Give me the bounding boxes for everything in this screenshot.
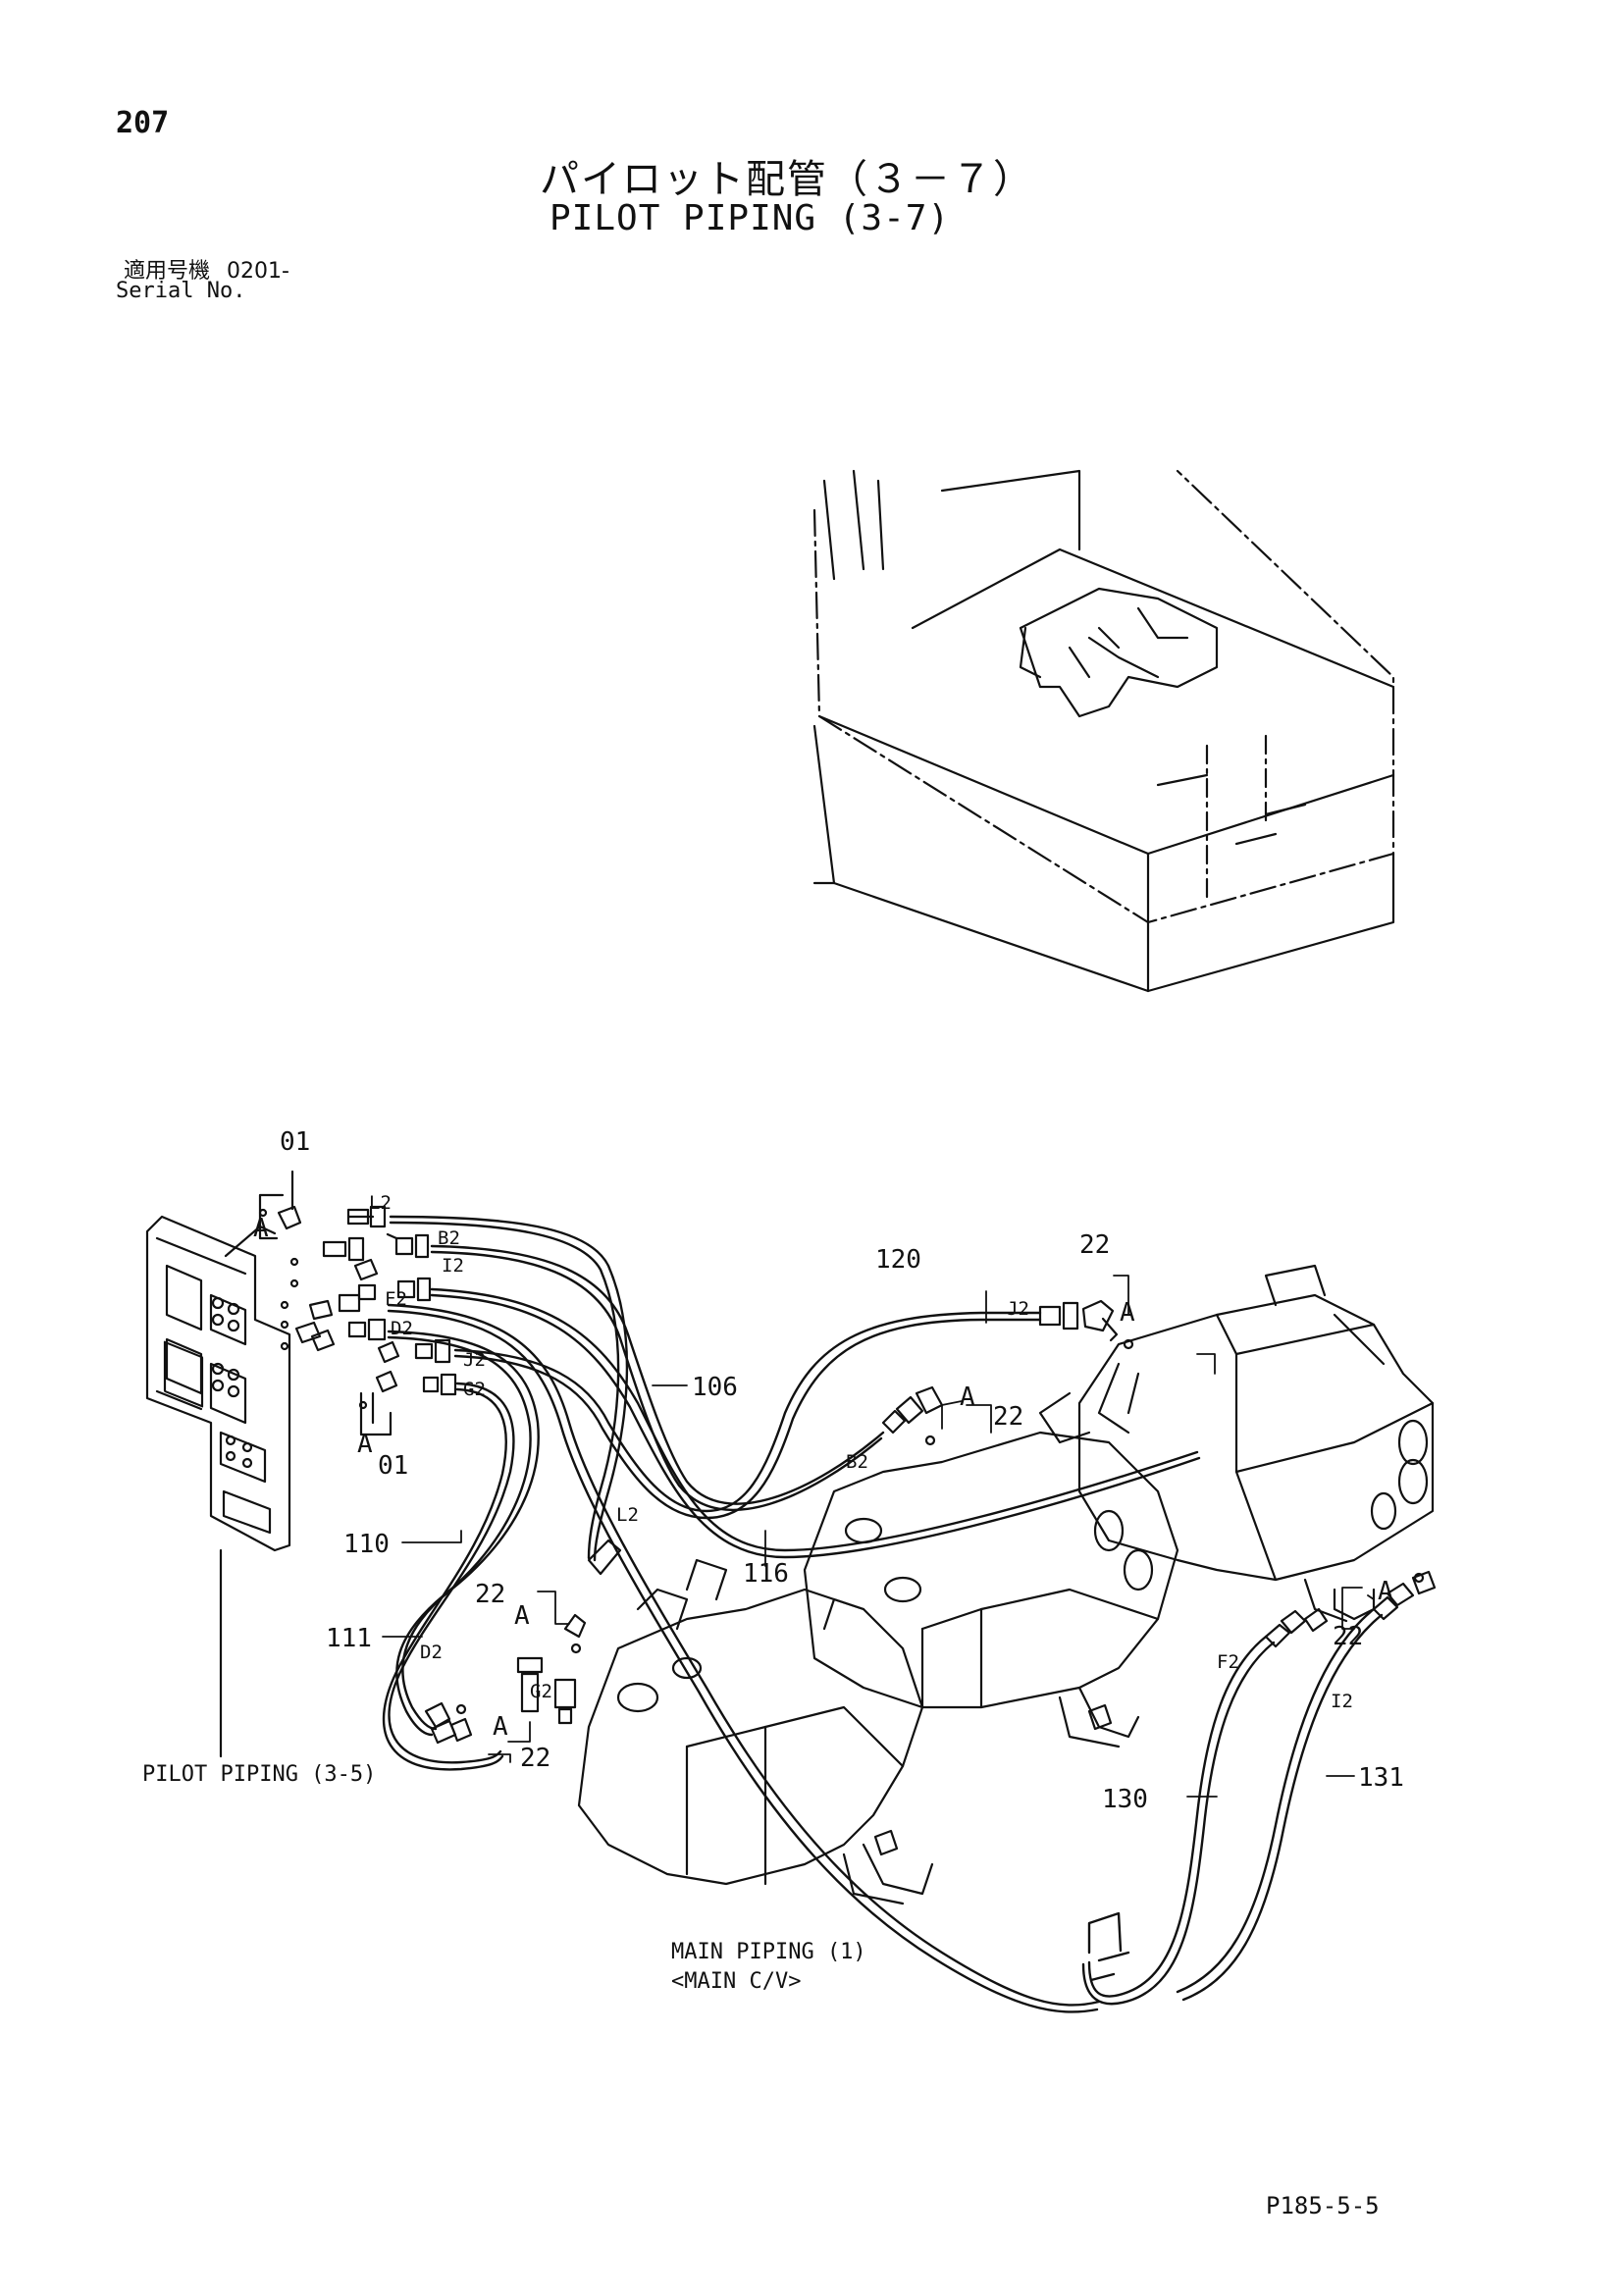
main-control-valve-reference: <MAIN C/V>: [671, 1969, 801, 1994]
callout-22-top: 22: [1079, 1230, 1110, 1260]
serial-applicable-line: 適用号機 0201-: [124, 253, 289, 285]
port-label-b2-end: B2: [846, 1451, 868, 1473]
callout-106: 106: [692, 1373, 738, 1402]
callout-22-bottom: 22: [520, 1744, 550, 1773]
pilot-piping-reference: PILOT PIPING (3-5): [142, 1762, 376, 1787]
view-mark-a: A: [253, 1214, 269, 1243]
end-fittings: [424, 1299, 1437, 1745]
port-label-j2: J2: [463, 1349, 486, 1371]
view-mark-a: A: [514, 1601, 530, 1631]
serial-number-value: 0201-: [227, 259, 289, 284]
bracket-fittings: [277, 1205, 457, 1396]
callout-01-bottom: 01: [378, 1451, 408, 1481]
port-label-l2-end: L2: [616, 1504, 639, 1526]
page-title-japanese: パイロット配管（３－７）: [540, 157, 1034, 202]
port-label-l2: L2: [369, 1192, 392, 1214]
callout-120: 120: [875, 1245, 921, 1275]
callout-22-middle: 22: [993, 1402, 1023, 1432]
drawing-code: P185-5-5: [1266, 2192, 1380, 2219]
view-a-marks: A A A A A A A: [253, 1214, 1393, 1742]
machine-locator-view: [812, 469, 1395, 993]
main-control-valve-rear: [1038, 1264, 1435, 1623]
port-label-g2-end: G2: [530, 1681, 552, 1702]
view-mark-a: A: [357, 1430, 373, 1459]
callout-01-top: 01: [280, 1127, 310, 1157]
callout-130: 130: [1102, 1785, 1148, 1814]
port-label-g2: G2: [463, 1379, 486, 1400]
callout-111: 111: [326, 1624, 372, 1653]
port-label-d2-end: D2: [420, 1642, 443, 1663]
serial-label-japanese: 適用号機: [124, 259, 211, 284]
port-label-d2: D2: [391, 1318, 413, 1339]
callout-110: 110: [343, 1530, 390, 1559]
page-number: 207: [116, 106, 170, 140]
callout-numbers: 01 01 120 106 110 111 116 130 131 22 22 …: [280, 1127, 1404, 1814]
port-label-i2: I2: [442, 1255, 464, 1277]
port-label-j2-end: J2: [1007, 1298, 1029, 1320]
callout-116: 116: [743, 1559, 789, 1589]
port-labels: L2 B2 I2 F2 D2 J2 G2 J2 B2 L2 D2 G2 F2 I…: [369, 1192, 1353, 1712]
main-piping-reference: MAIN PIPING (1): [671, 1940, 866, 1964]
port-label-f2: F2: [385, 1288, 407, 1310]
main-control-valve-front: [803, 1431, 1179, 1748]
serial-label-english: Serial No.: [116, 279, 246, 303]
reference-labels: PILOT PIPING (3-5) MAIN PIPING (1) <MAIN…: [142, 1762, 866, 1994]
pilot-hoses: [382, 1215, 1384, 2013]
view-mark-a: A: [960, 1383, 975, 1412]
view-a-brackets-left: [258, 1170, 393, 1436]
port-label-i2-end: I2: [1331, 1691, 1353, 1712]
page-title-english: PILOT PIPING (3-7): [550, 198, 951, 238]
view-mark-a: A: [1120, 1298, 1135, 1328]
main-control-valve-lower: [577, 1558, 934, 1905]
view-mark-a: A: [493, 1712, 508, 1742]
pilot-valve-bracket: [145, 1208, 368, 1758]
callout-131: 131: [1358, 1763, 1404, 1793]
callout-22-right: 22: [1333, 1622, 1363, 1651]
callout-22-left: 22: [475, 1580, 505, 1609]
port-label-f2-end: F2: [1217, 1651, 1239, 1673]
view-mark-a: A: [1378, 1577, 1393, 1606]
leader-lines: [382, 1275, 1375, 1798]
port-label-b2: B2: [438, 1227, 460, 1249]
